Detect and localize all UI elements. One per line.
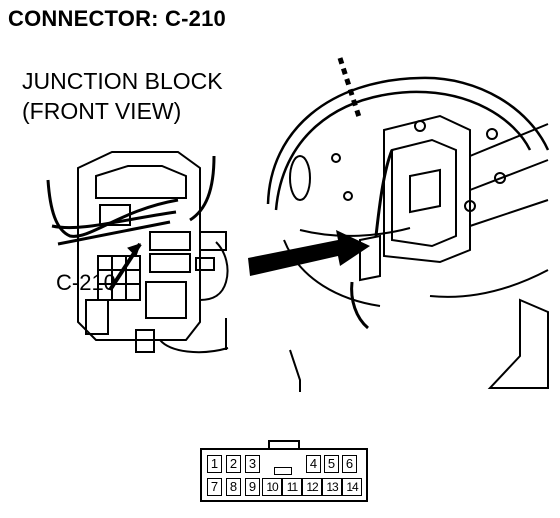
view-label-line2: (FRONT VIEW) (22, 98, 182, 124)
pin-4: 4 (306, 455, 321, 473)
pin-6: 6 (342, 455, 357, 473)
pin-9: 9 (245, 478, 260, 496)
pin-2: 2 (226, 455, 241, 473)
view-label-line1: JUNCTION BLOCK (22, 68, 223, 94)
junction-block-drawing (46, 151, 229, 354)
pin-14: 14 (342, 478, 362, 496)
connector-face: 1 2 3 4 5 6 7 8 9 10 11 12 13 14 (198, 440, 370, 504)
connector-latch (268, 440, 300, 450)
connector-title: CONNECTOR: C-210 (8, 6, 226, 31)
pin-7: 7 (207, 478, 222, 496)
pin-8: 8 (226, 478, 241, 496)
location-arrow (248, 230, 370, 276)
pin-1: 1 (207, 455, 222, 473)
pin-10: 10 (262, 478, 282, 496)
connector-key (274, 467, 292, 475)
pin-13: 13 (322, 478, 342, 496)
connector-pin-grid: 1 2 3 4 5 6 7 8 9 10 11 12 13 14 (200, 448, 368, 502)
steering-column-drawing (266, 57, 550, 392)
callout-label: C-210 (56, 270, 116, 295)
pin-12: 12 (302, 478, 322, 496)
pin-11: 11 (282, 478, 302, 496)
view-label: JUNCTION BLOCK (FRONT VIEW) (22, 66, 223, 126)
pin-3: 3 (245, 455, 260, 473)
pin-5: 5 (324, 455, 339, 473)
